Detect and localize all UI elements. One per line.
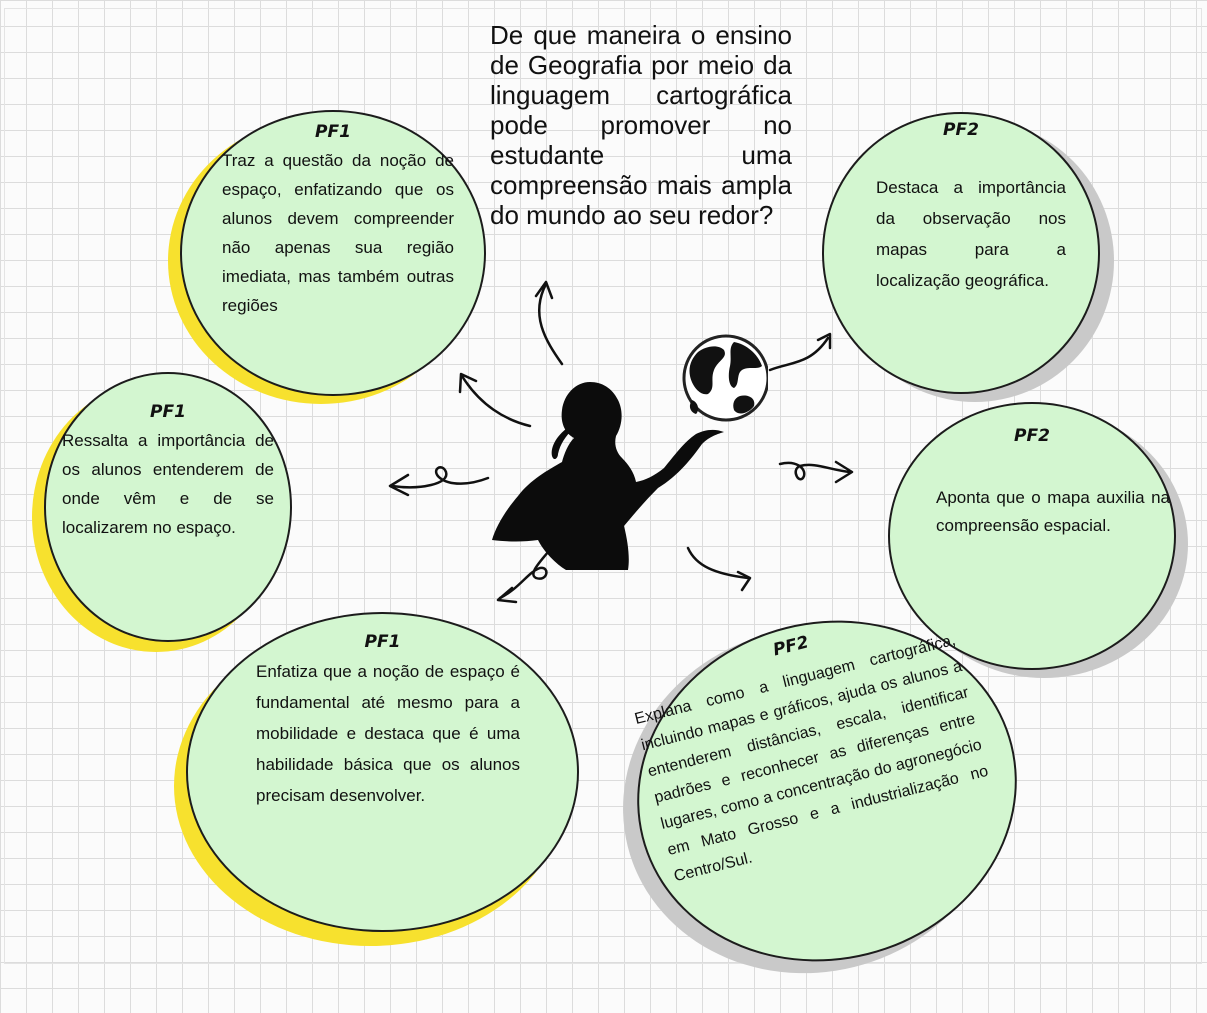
bubble-title: PF2 bbox=[1014, 426, 1050, 446]
bubble-text: Destaca a importância da observação nos … bbox=[876, 178, 1066, 290]
bubble-pf2-linguagem-cartografica: PF2 Explana como a linguagem cartográfic… bbox=[586, 580, 1054, 1013]
bubble-title: PF1 bbox=[315, 122, 351, 142]
bubble-circle bbox=[44, 372, 292, 642]
bubble-text: Enfatiza que a noção de espaço é fundame… bbox=[256, 662, 520, 805]
bubble-text: Ressalta a importância de os alunos ente… bbox=[62, 431, 274, 537]
bubble-pf2-observacao: PF2 Destaca a importância da observação … bbox=[822, 112, 1114, 402]
canvas-frame bbox=[4, 8, 1202, 964]
student-silhouette bbox=[492, 382, 724, 570]
bubble-pf1-noção-de-espaço: PF1 Traz a questão da noção de espaço, e… bbox=[168, 110, 486, 404]
bubble-title: PF1 bbox=[364, 632, 401, 652]
bubble-title: PF2 bbox=[943, 120, 979, 140]
bubble-circle bbox=[888, 402, 1176, 670]
bubble-circle bbox=[180, 110, 486, 396]
bubble-text: Traz a questão da noção de espaço, enfat… bbox=[222, 151, 454, 315]
globe-icon bbox=[682, 334, 768, 422]
bubble-circle bbox=[822, 112, 1100, 394]
central-question: De que maneira o ensino de Geografia por… bbox=[490, 20, 792, 230]
bubble-pf1-mobilidade: PF1 Enfatiza que a noção de espaço é fun… bbox=[174, 612, 579, 946]
bubble-pf2-compreensao-espacial: PF2 Aponta que o mapa auxilia na compree… bbox=[888, 402, 1188, 678]
bubble-text: Aponta que o mapa auxilia na compreensão… bbox=[936, 488, 1170, 535]
bubble-content-rotated: PF2 Explana como a linguagem cartográfic… bbox=[601, 581, 1053, 1001]
student-ponytail bbox=[551, 426, 572, 460]
student-with-globe-illustration bbox=[492, 334, 768, 570]
bubble-title: PF1 bbox=[150, 402, 186, 422]
bubble-circle bbox=[186, 612, 579, 932]
bubble-pf1-localizacao: PF1 Ressalta a importância de os alunos … bbox=[32, 372, 292, 652]
